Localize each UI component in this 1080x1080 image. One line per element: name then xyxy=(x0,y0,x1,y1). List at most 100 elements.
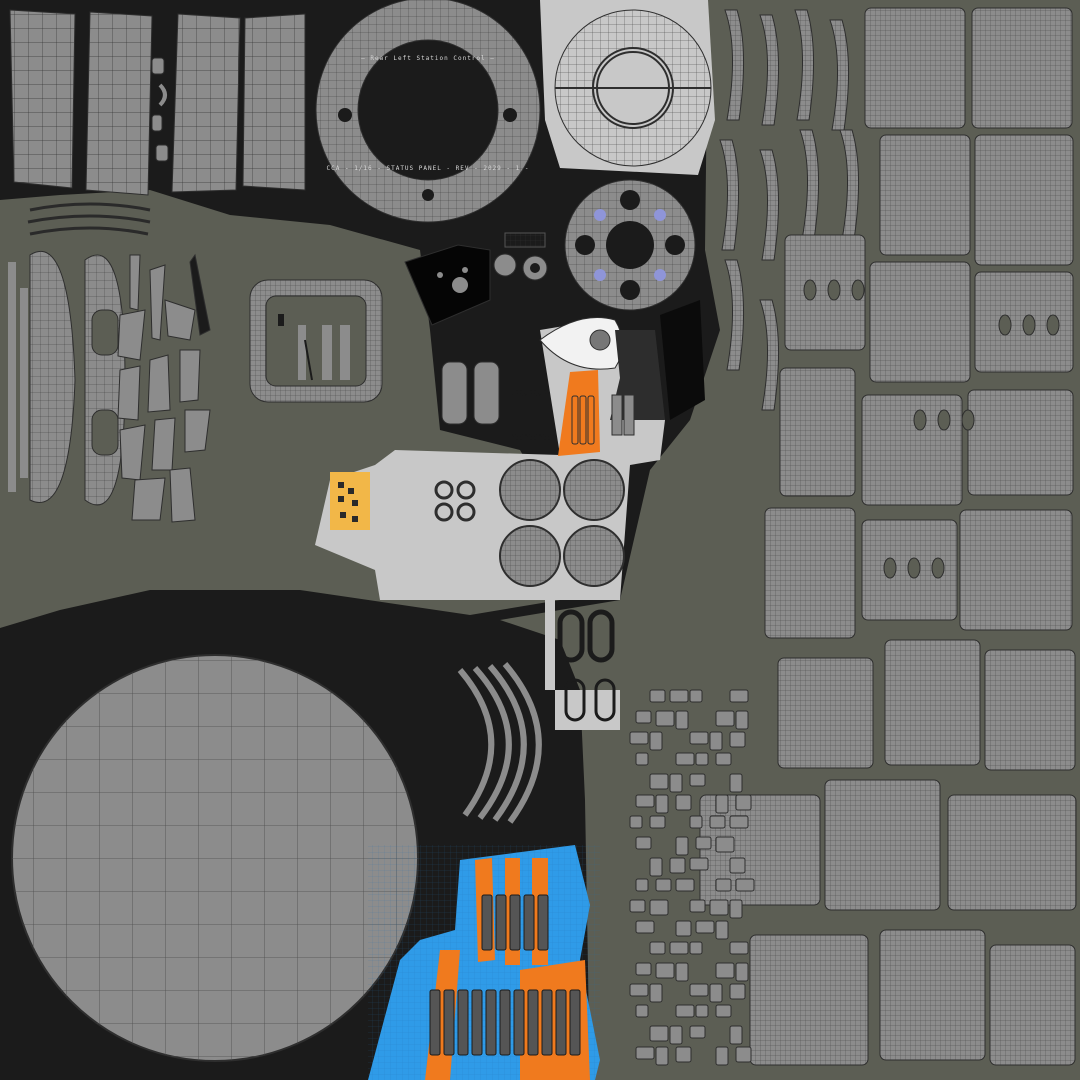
small-island xyxy=(709,899,729,916)
small-island xyxy=(635,794,655,808)
ring-panel: — Rear Left Station Control — CCA - 1/16… xyxy=(315,0,541,223)
black-panel-hole xyxy=(452,277,468,293)
small-island xyxy=(689,731,709,745)
hub-panel xyxy=(564,179,696,311)
small-island xyxy=(729,1025,743,1045)
curved-panel xyxy=(10,10,75,188)
small-island xyxy=(629,899,646,913)
small-island xyxy=(729,941,749,955)
small-block xyxy=(151,114,163,132)
strip-island-grid xyxy=(800,130,819,240)
curved-panel xyxy=(243,14,305,190)
strip-island-grid xyxy=(760,15,779,125)
orange-part-ribs xyxy=(571,395,595,445)
small-island xyxy=(675,1046,692,1063)
small-island xyxy=(735,794,752,811)
yellow-label-glyphs xyxy=(338,482,358,522)
black-panel-hole xyxy=(462,267,468,273)
curved-panel-group xyxy=(9,9,306,196)
small-island xyxy=(649,857,663,877)
small-island xyxy=(675,920,692,937)
panel-island-grid xyxy=(778,658,873,768)
panel-island-grid xyxy=(948,795,1076,910)
small-block xyxy=(611,394,623,436)
small-island xyxy=(649,983,663,1003)
panel-island-grid xyxy=(880,930,985,1060)
small-island xyxy=(715,878,732,892)
small-island xyxy=(689,857,709,871)
small-island xyxy=(689,899,706,913)
arc-group xyxy=(457,662,542,824)
small-island xyxy=(735,962,749,982)
small-block xyxy=(151,57,165,75)
panel-hole xyxy=(1046,314,1060,336)
white-cap-eye xyxy=(589,329,611,351)
small-island xyxy=(649,941,666,955)
small-island xyxy=(635,836,652,850)
small-island xyxy=(709,731,723,751)
strip-island-grid xyxy=(725,260,744,370)
panel-island-grid xyxy=(885,640,980,765)
panel-hole xyxy=(803,279,817,301)
small-island xyxy=(715,794,729,814)
panel-hole xyxy=(961,409,975,431)
small-island xyxy=(649,899,669,916)
small-island xyxy=(669,1025,683,1045)
grid-disc-group xyxy=(499,459,625,587)
small-island xyxy=(715,710,735,727)
dark-connector xyxy=(660,300,705,420)
small-island xyxy=(689,1025,706,1039)
small-island xyxy=(655,710,675,727)
ring-grid-panel xyxy=(554,9,712,167)
small-island xyxy=(689,773,706,787)
small-island xyxy=(689,815,703,829)
small-island xyxy=(649,815,666,829)
small-arc xyxy=(158,83,167,107)
panel-hole xyxy=(907,557,921,579)
panel-island-grid xyxy=(765,508,855,638)
small-island xyxy=(729,899,743,919)
strip-island-grid xyxy=(760,300,779,410)
panel-island-grid xyxy=(968,390,1073,495)
strip-island-grid xyxy=(840,130,859,240)
small-island xyxy=(729,857,746,874)
small-island xyxy=(669,689,689,703)
small-island xyxy=(635,920,655,934)
small-island xyxy=(729,731,746,748)
small-block xyxy=(623,394,635,436)
panel-hole xyxy=(883,557,897,579)
small-ring-quad xyxy=(434,480,476,522)
small-island xyxy=(629,815,643,829)
small-island xyxy=(635,878,649,892)
small-island xyxy=(675,752,695,766)
panel-island-grid xyxy=(960,510,1072,630)
panel-hole xyxy=(1022,314,1036,336)
panel-hole xyxy=(998,314,1012,336)
capsule xyxy=(473,361,500,425)
oval-group xyxy=(557,609,616,722)
small-island xyxy=(715,1046,729,1066)
panel-island-grid xyxy=(870,262,970,382)
small-island xyxy=(735,878,755,892)
small-island xyxy=(669,941,689,955)
orange-part xyxy=(558,370,600,456)
panel-island-grid xyxy=(750,935,868,1065)
small-island xyxy=(729,815,749,829)
panel-island-grid xyxy=(825,780,940,910)
panel-island-grid xyxy=(880,135,970,255)
small-island xyxy=(715,962,735,979)
curved-panel xyxy=(172,14,240,192)
small-island xyxy=(689,941,703,955)
shard-cluster xyxy=(117,253,211,523)
small-island xyxy=(675,962,689,982)
small-island xyxy=(655,962,675,979)
small-island xyxy=(689,983,709,997)
small-island xyxy=(735,710,749,730)
small-island xyxy=(629,731,649,745)
small-island xyxy=(649,731,663,751)
cell-stack-group xyxy=(429,894,581,1056)
small-island xyxy=(695,1004,709,1018)
small-island xyxy=(729,773,743,793)
panel-island-group xyxy=(699,7,1077,1066)
